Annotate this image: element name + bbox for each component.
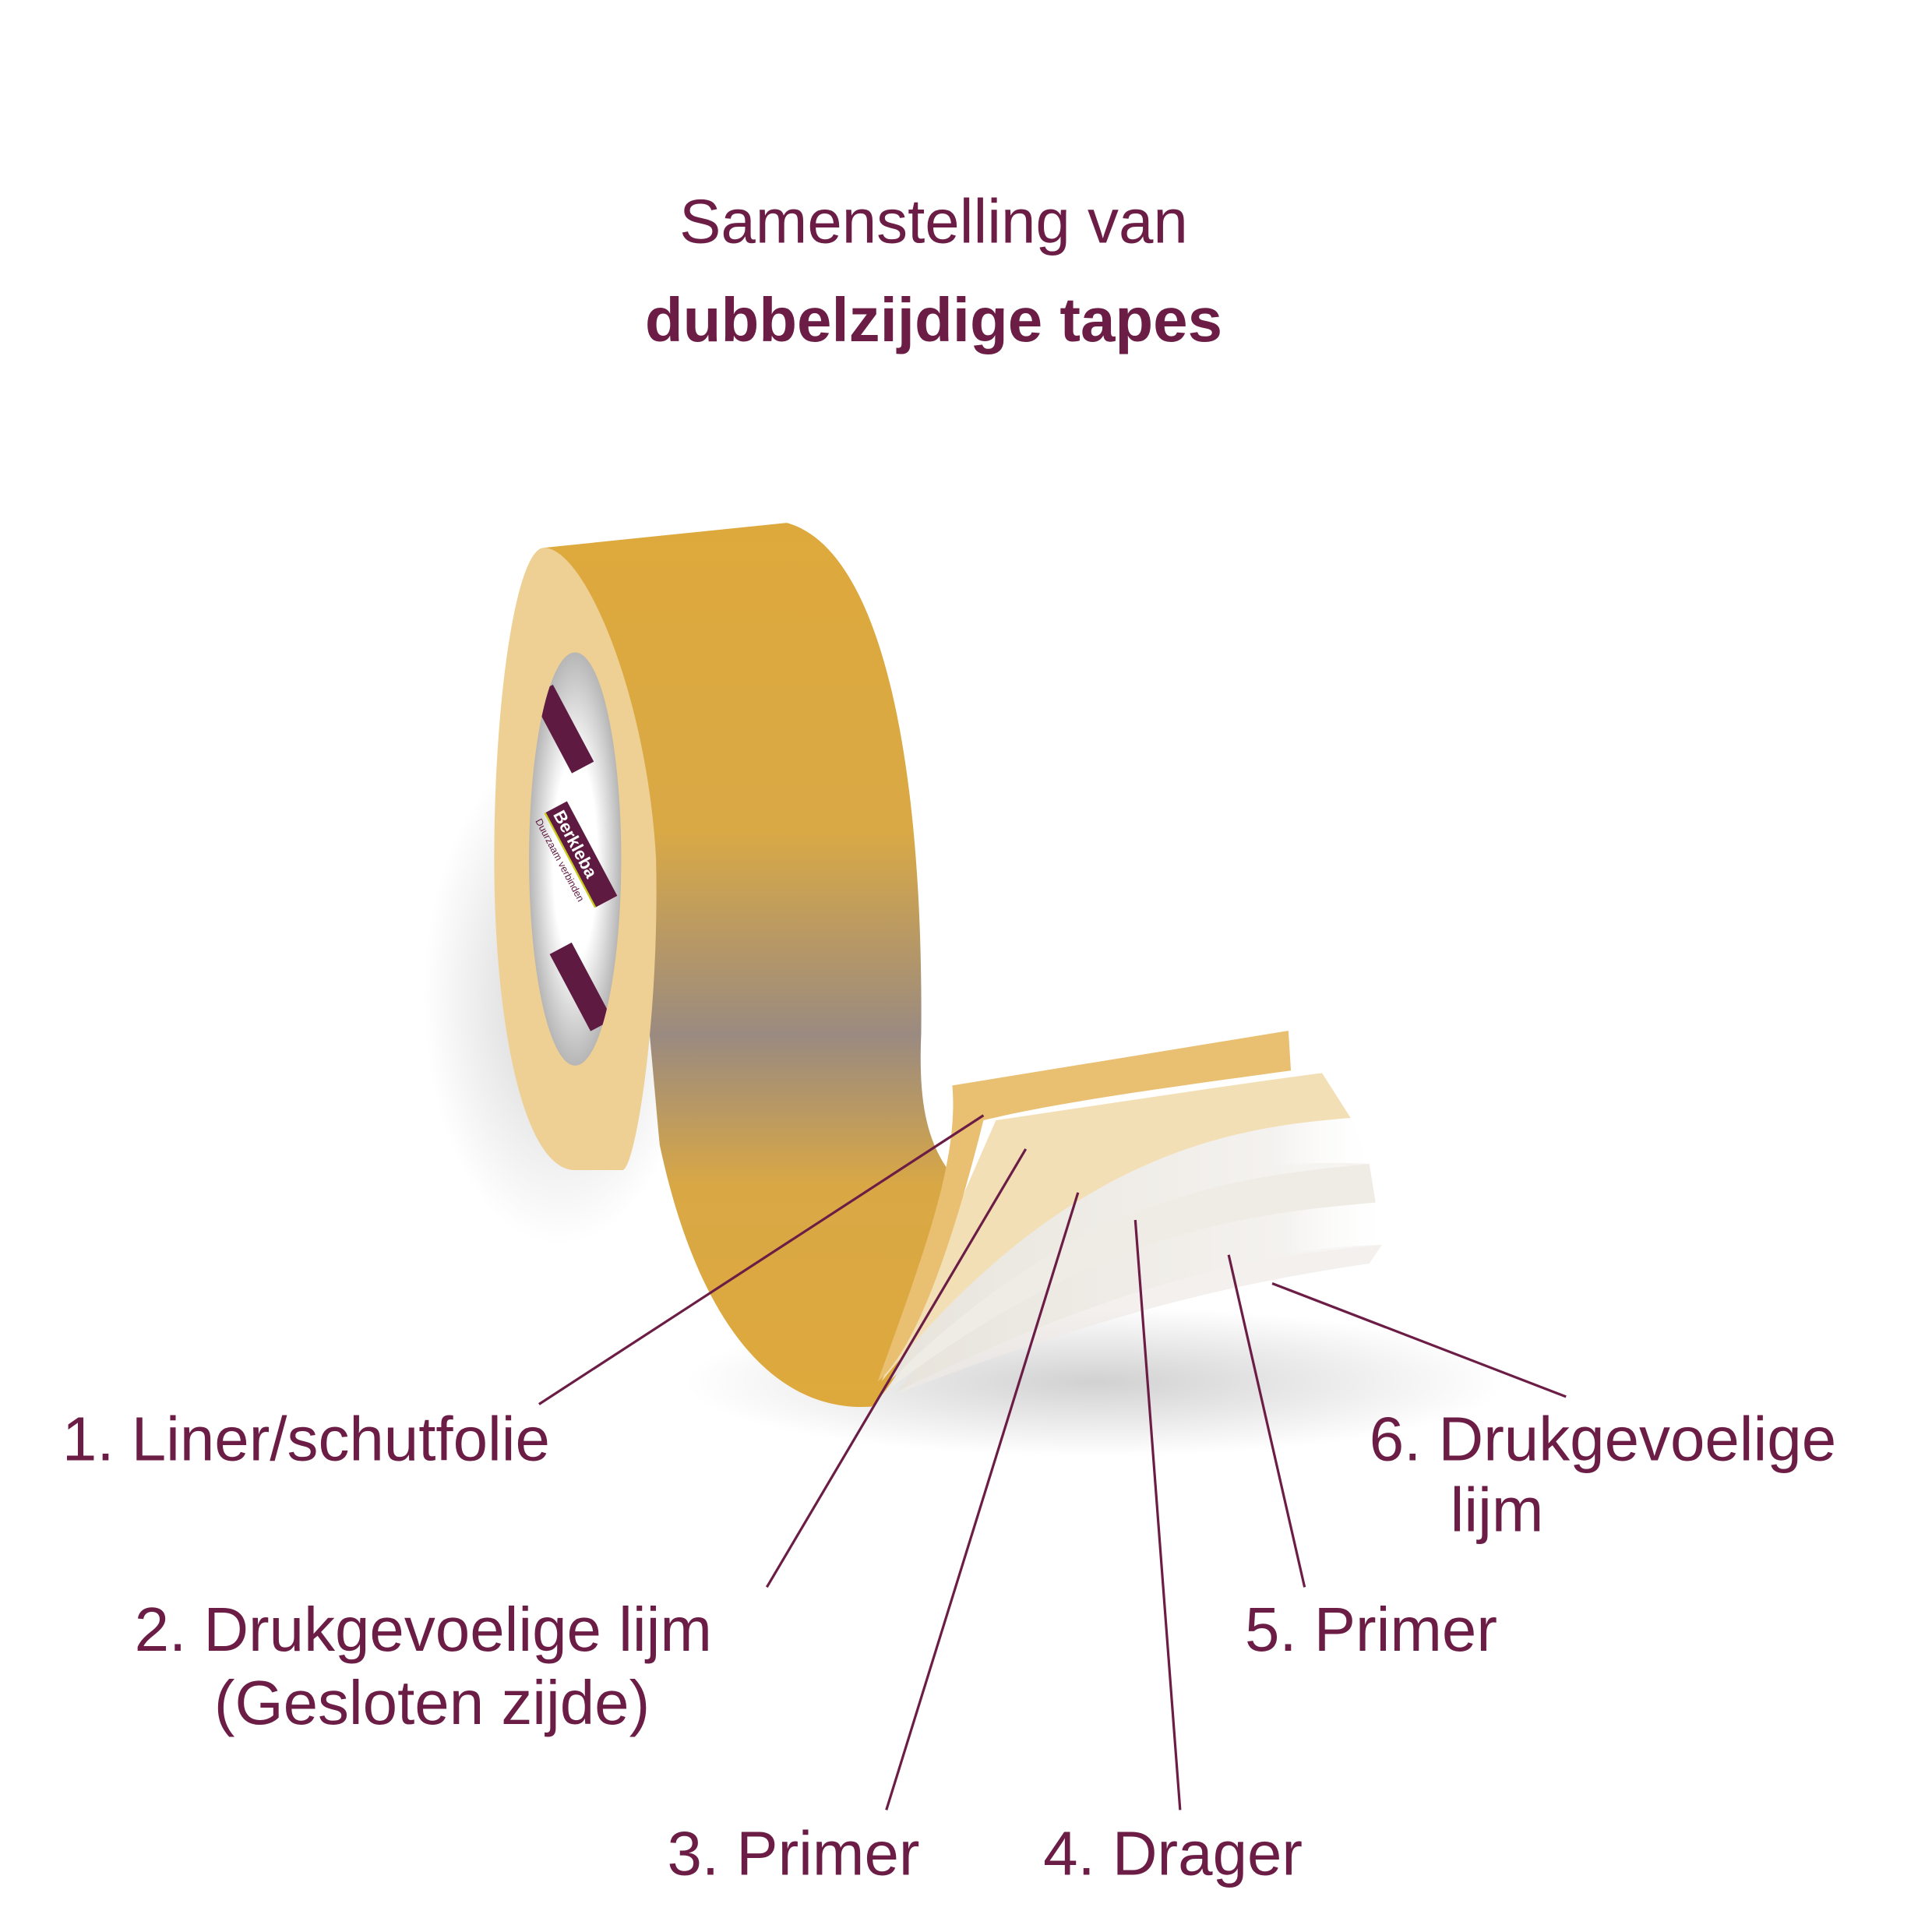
leader-line-6 — [1271, 1282, 1567, 1398]
core-branding-pattern: Berkleba Duurzaam verbinden — [531, 684, 618, 1031]
tape-outer-surface — [544, 523, 959, 1408]
core-brand-block — [545, 801, 618, 908]
core-accent-line — [544, 812, 597, 908]
leader-line-3 — [885, 1192, 1080, 1810]
label-3-primer: 3. Primer — [667, 1818, 919, 1888]
label-1-liner: 1. Liner/schutfolie — [62, 1404, 550, 1473]
peeled-layers — [877, 1031, 1382, 1394]
leader-line-4 — [1133, 1219, 1182, 1810]
title-line-2: dubbelzijdige tapes — [645, 285, 1222, 354]
leader-lines — [538, 1114, 1567, 1810]
layer-2 — [881, 1073, 1351, 1382]
layer-5 — [896, 1200, 1382, 1392]
leader-line-2 — [765, 1148, 1028, 1588]
tape-roll-illustration: Berkleba Duurzaam verbinden — [423, 523, 1507, 1457]
label-2-adhesive-sub: (Gesloten zijde) — [214, 1668, 650, 1737]
label-6-adhesive: 6. Drukgevoelige — [1370, 1404, 1836, 1473]
label-6-adhesive-sub: lijm — [1451, 1475, 1544, 1544]
leader-line-1 — [538, 1114, 985, 1405]
label-2-adhesive: 2. Drukgevoelige lijm — [135, 1595, 712, 1664]
label-4-carrier: 4. Drager — [1043, 1818, 1303, 1888]
title-line-1: Samenstelling van — [679, 187, 1188, 256]
layer-1-liner — [877, 1031, 1292, 1382]
layer-6 — [896, 1244, 1382, 1394]
leader-line-5 — [1227, 1254, 1306, 1588]
label-5-primer: 5. Primer — [1245, 1595, 1497, 1664]
core-label-block — [549, 942, 613, 1031]
core-label-block — [531, 684, 594, 774]
